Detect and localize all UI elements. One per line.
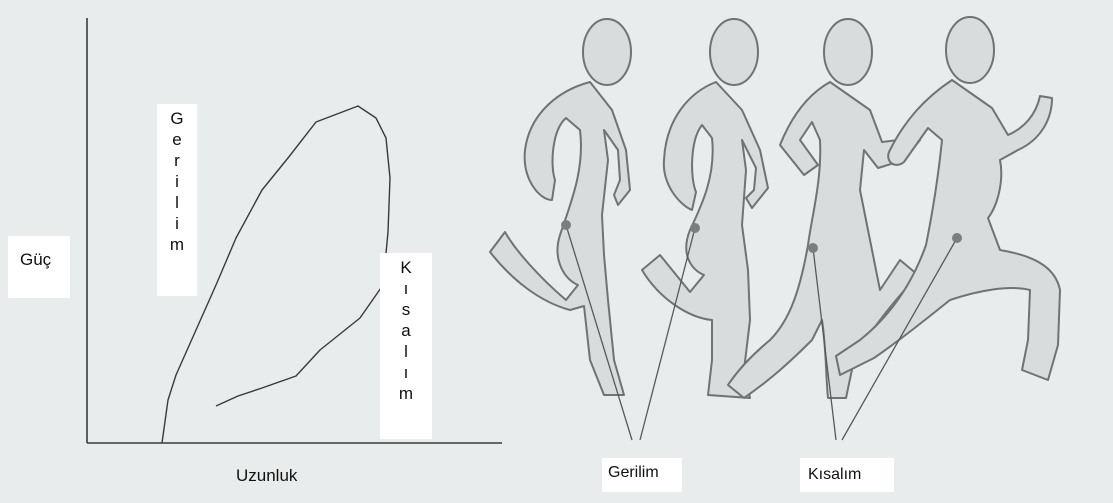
runner-label-kisalim: Kısalım [800, 458, 894, 492]
vertical-label-letter: e [172, 129, 181, 150]
vertical-label-letter: i [175, 213, 179, 234]
runner-figure-2 [642, 19, 768, 398]
muscle-dot-1 [561, 220, 571, 230]
pointer-line-2 [640, 228, 695, 440]
vertical-label-letter: K [400, 257, 411, 278]
vertical-label-letter: l [404, 341, 408, 362]
muscle-dot-3 [808, 243, 818, 253]
vertical-label-letter: s [402, 299, 411, 320]
vertical-label-letter: G [170, 108, 183, 129]
vertical-label-letter: m [170, 234, 184, 255]
vertical-label-letter: i [175, 171, 179, 192]
vertical-label-letter: ı [404, 362, 409, 383]
muscle-dot-2 [690, 223, 700, 233]
vertical-label-letter: a [401, 320, 410, 341]
vertical-label-letter: l [175, 192, 179, 213]
y-axis-label: Güç [8, 236, 70, 298]
vertical-label-letter: m [399, 383, 413, 404]
runner-figures [490, 17, 1060, 398]
pointer-dots [561, 220, 962, 253]
vertical-label-letter: ı [404, 278, 409, 299]
muscle-dot-4 [952, 233, 962, 243]
runner-label-gerilim: Gerilim [602, 458, 682, 492]
runner-figure-1 [490, 19, 631, 395]
vertical-label-letter: r [174, 150, 180, 171]
x-axis-label: Uzunluk [236, 462, 326, 492]
